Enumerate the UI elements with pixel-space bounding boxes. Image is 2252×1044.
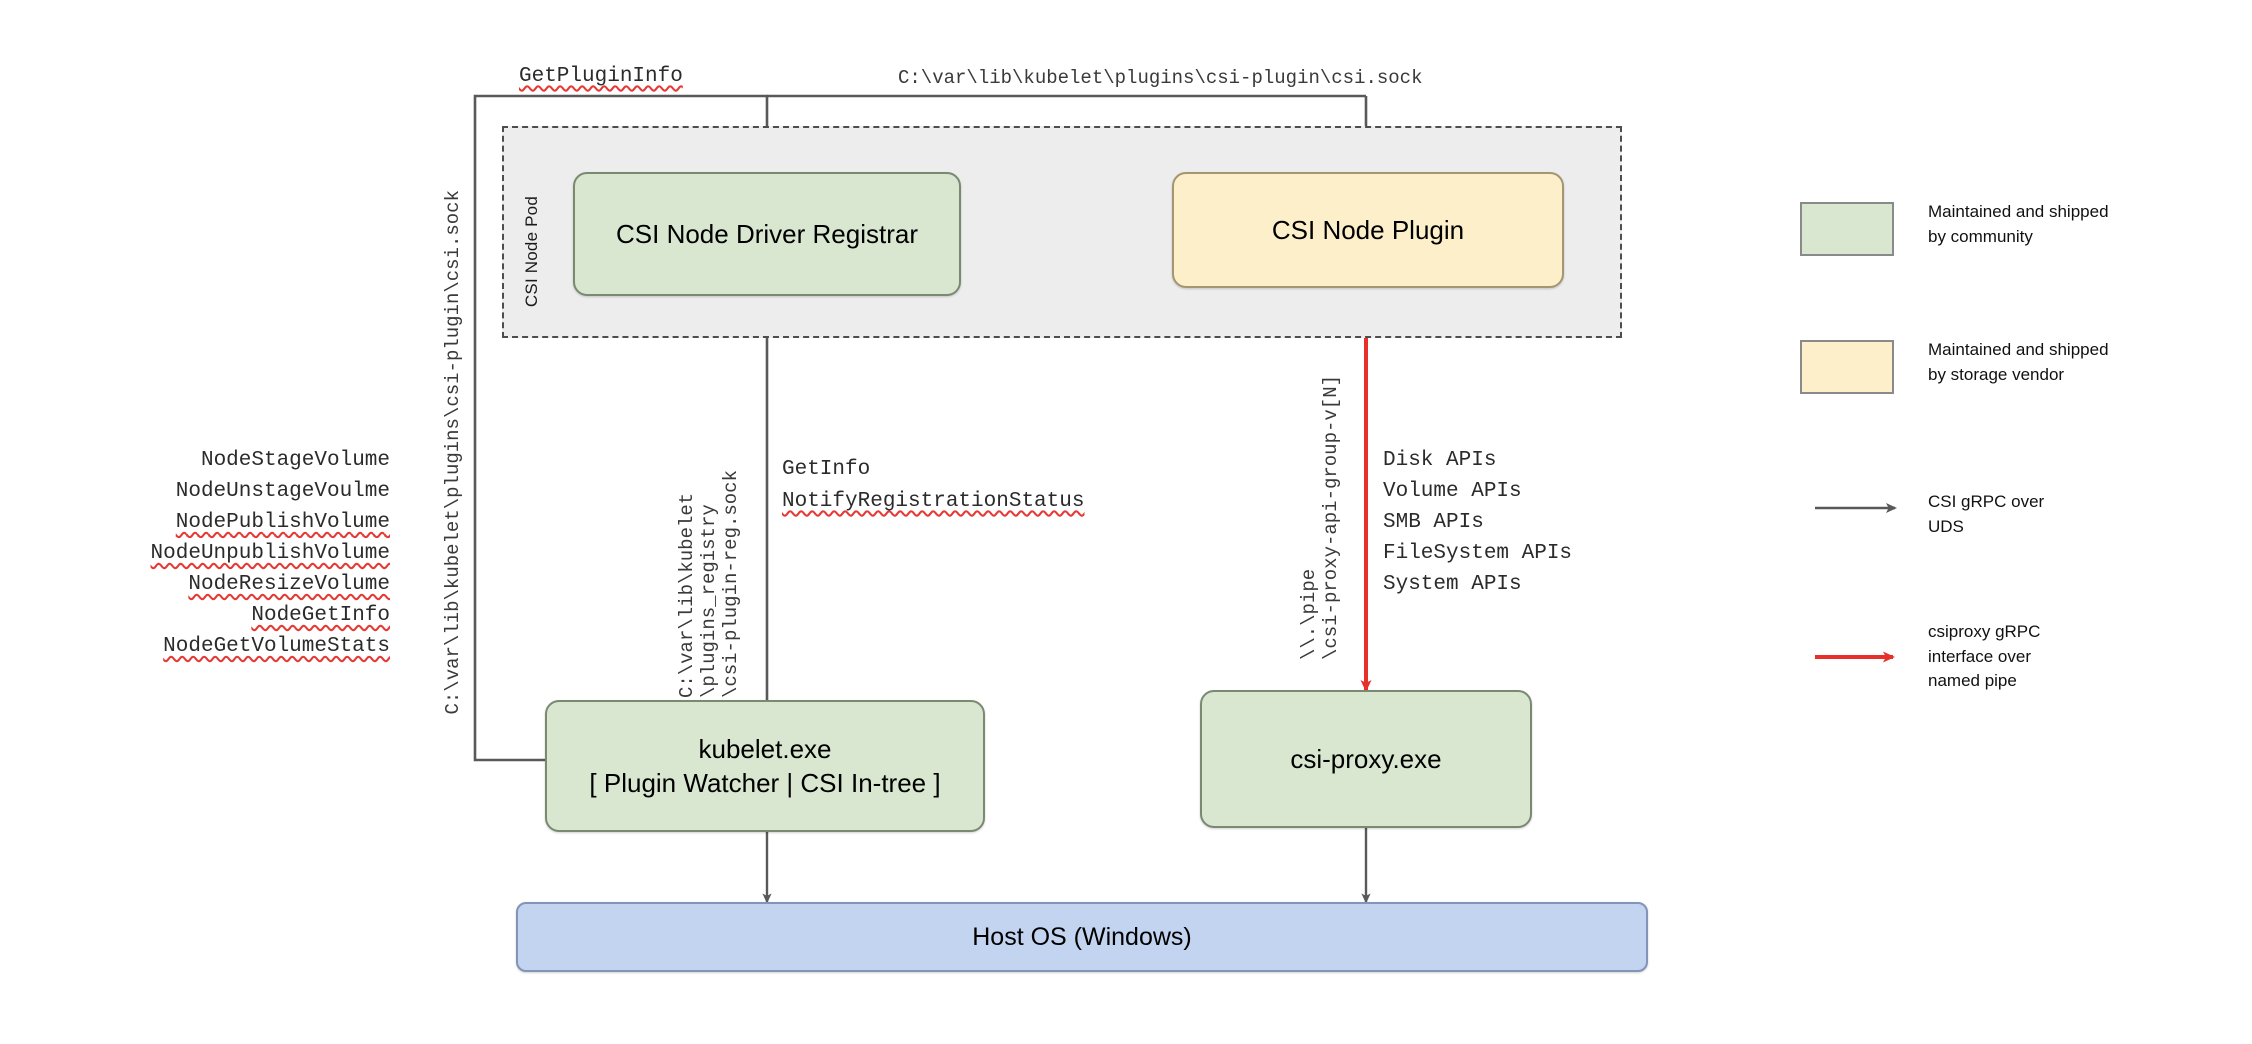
node-csi-node-plugin[interactable]: CSI Node Plugin <box>1172 172 1564 288</box>
legend-text-community: Maintained and shipped by community <box>1928 202 2109 246</box>
kubelet-line-2: [ Plugin Watcher | CSI In-tree ] <box>589 768 941 798</box>
reg-sock-line-1: C:\var\lib\kubelet <box>676 492 698 699</box>
legend-text-vendor: Maintained and shipped by storage vendor <box>1928 340 2109 384</box>
node-label: csi-proxy.exe <box>1290 743 1442 774</box>
node-label: CSI Node Driver Registrar <box>616 218 918 249</box>
named-pipe-line-1: \\.\pipe <box>1298 568 1320 661</box>
node-rpc-list: NodeStageVolume NodeUnstageVoulme NodePu… <box>100 445 390 663</box>
node-label: CSI Node Plugin <box>1271 214 1465 245</box>
yellow-swatch <box>1800 340 1894 394</box>
node-csi-node-driver-registrar[interactable]: CSI Node Driver Registrar <box>573 172 961 296</box>
legend-text-csiproxy-grpc: csiproxy gRPC interface over named pipe <box>1928 622 2041 691</box>
node-rpc-item: NodeGetInfo <box>251 604 390 628</box>
label-csi-sock-top: C:\var\lib\kubelet\plugins\csi-plugin\cs… <box>898 67 1423 89</box>
node-rpc-item: NodePublishVolume <box>175 511 390 535</box>
legend-text-csi-grpc-uds: CSI gRPC over UDS <box>1928 492 2045 536</box>
label-getplugininfo: GetPluginInfo <box>519 65 683 88</box>
label-named-pipe: \\.\pipe \csi-proxy-api-group-v[N] <box>1298 375 1342 660</box>
green-swatch <box>1800 202 1894 256</box>
label-plugin-reg-sock: C:\var\lib\kubelet \plugins_registry \cs… <box>676 470 742 698</box>
proxy-api-item: SMB APIs <box>1383 511 1484 535</box>
label-notifyregistrationstatus: NotifyRegistrationStatus <box>782 490 1085 513</box>
reg-sock-line-3: \csi-plugin-reg.sock <box>720 470 742 699</box>
csi-proxy-api-list: Disk APIs Volume APIs SMB APIs FileSyste… <box>1383 445 1572 600</box>
node-rpc-item: NodeUnstageVoulme <box>175 480 390 504</box>
node-rpc-item: NodeStageVolume <box>200 449 390 472</box>
node-host-os[interactable]: Host OS (Windows) <box>516 902 1648 972</box>
label-csi-sock-left: C:\var\lib\kubelet\plugins\csi-plugin\cs… <box>442 190 464 715</box>
reg-sock-line-2: \plugins_registry <box>698 504 720 699</box>
kubelet-line-1: kubelet.exe <box>698 733 832 764</box>
node-kubelet-exe[interactable]: kubelet.exe [ Plugin Watcher | CSI In-tr… <box>545 700 985 832</box>
named-pipe-line-2: \csi-proxy-api-group-v[N] <box>1320 375 1342 661</box>
proxy-api-item: Volume APIs <box>1383 480 1522 504</box>
node-label: Host OS (Windows) <box>972 922 1192 951</box>
proxy-api-item: System APIs <box>1383 573 1522 597</box>
node-rpc-item: NodeGetVolumeStats <box>163 635 390 659</box>
node-csi-proxy-exe[interactable]: csi-proxy.exe <box>1200 690 1532 828</box>
label-getinfo: GetInfo <box>782 458 871 481</box>
proxy-api-item: Disk APIs <box>1383 449 1497 472</box>
node-rpc-item: NodeResizeVolume <box>188 573 390 597</box>
node-rpc-item: NodeUnpublishVolume <box>150 542 390 566</box>
csi-node-pod-label: CSI Node Pod <box>522 196 541 308</box>
proxy-api-item: FileSystem APIs <box>1383 542 1573 566</box>
